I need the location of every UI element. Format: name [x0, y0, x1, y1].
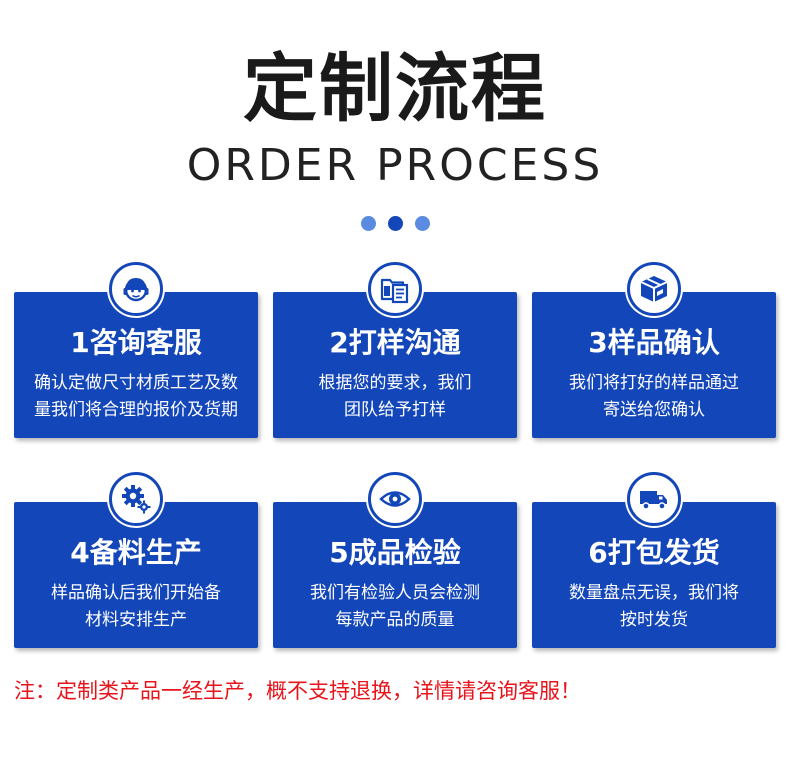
step-desc-line: 每款产品的质量	[335, 610, 455, 630]
step-description: 根据您的要求，我们 团队给予打样	[277, 370, 513, 424]
step-desc-line: 我们将打好的样品通过	[569, 373, 739, 393]
step-title: 4备料生产	[70, 536, 202, 569]
step-description: 数量盘点无误，我们将 按时发货	[536, 580, 772, 634]
step-desc-line: 材料安排生产	[85, 610, 187, 630]
step-card-3: 3样品确认 我们将打好的样品通过 寄送给您确认	[532, 262, 776, 438]
document-folder-icon	[368, 262, 422, 316]
step-card-2: 2打样沟通 根据您的要求，我们 团队给予打样	[273, 262, 517, 438]
step-description: 我们将打好的样品通过 寄送给您确认	[536, 370, 772, 424]
step-desc-line: 样品确认后我们开始备	[51, 583, 221, 603]
page-subtitle: ORDER PROCESS	[186, 140, 604, 191]
step-description: 我们有检验人员会检测 每款产品的质量	[277, 580, 513, 634]
step-title: 2打样沟通	[329, 326, 461, 359]
step-desc-line: 数量盘点无误，我们将	[569, 583, 739, 603]
step-title: 3样品确认	[588, 326, 720, 359]
dot-center	[387, 216, 403, 231]
step-card-6: 6打包发货 数量盘点无误，我们将 按时发货	[532, 472, 776, 648]
step-card-4: 4备料生产 样品确认后我们开始备 材料安排生产	[14, 472, 258, 648]
step-desc-line: 确认定做尺寸材质工艺及数	[34, 373, 238, 393]
delivery-truck-icon	[627, 472, 681, 526]
step-desc-line: 寄送给您确认	[603, 400, 705, 420]
disclaimer-note: 注：定制类产品一经生产，概不支持退换，详情请咨询客服！	[14, 679, 581, 703]
dot-right	[414, 216, 430, 231]
dot-left	[360, 216, 376, 231]
step-desc-line: 量我们将合理的报价及货期	[34, 400, 238, 420]
customer-service-icon	[109, 262, 163, 316]
step-title: 1咨询客服	[70, 326, 202, 359]
step-title: 6打包发货	[588, 536, 720, 569]
step-card-5: 5成品检验 我们有检验人员会检测 每款产品的质量	[273, 472, 517, 648]
step-card-1: 1咨询客服 确认定做尺寸材质工艺及数 量我们将合理的报价及货期	[14, 262, 258, 438]
step-title: 5成品检验	[329, 536, 461, 569]
decorative-dots	[0, 216, 790, 231]
step-desc-line: 我们有检验人员会检测	[310, 583, 480, 603]
gears-icon	[109, 472, 163, 526]
step-description: 样品确认后我们开始备 材料安排生产	[18, 580, 254, 634]
page-title: 定制流程	[243, 46, 547, 132]
step-desc-line: 根据您的要求，我们	[318, 373, 472, 393]
eye-icon	[368, 472, 422, 526]
step-description: 确认定做尺寸材质工艺及数 量我们将合理的报价及货期	[18, 370, 254, 424]
package-box-icon	[627, 262, 681, 316]
step-desc-line: 团队给予打样	[344, 400, 446, 420]
step-desc-line: 按时发货	[620, 610, 688, 630]
